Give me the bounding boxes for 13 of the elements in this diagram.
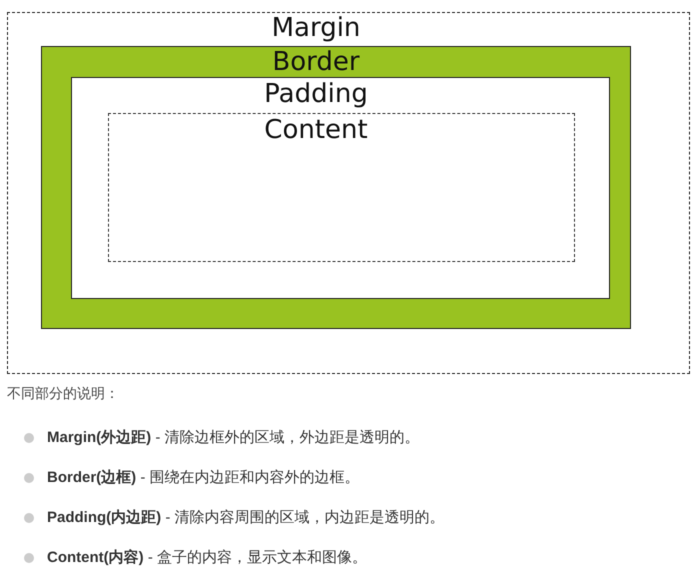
content-area — [108, 113, 575, 262]
intro-text: 不同部分的说明： — [7, 384, 119, 402]
border-band — [41, 46, 631, 329]
area-label: Margin — [272, 13, 360, 43]
area-label: Padding — [264, 79, 368, 109]
area-label: Border — [272, 47, 360, 77]
padding-area — [71, 77, 610, 299]
margin-area — [7, 12, 690, 374]
list-item-text: Border(边框) - 围绕在内边距和内容外的边框。 — [47, 468, 360, 488]
area-label: Content — [264, 115, 368, 145]
list-item-text: Margin(外边距) - 清除边框外的区域，外边距是透明的。 — [47, 428, 420, 448]
list-item-text: Padding(内边距) - 清除内容周围的区域，内边距是透明的。 — [47, 508, 444, 528]
list-item-text: Content(内容) - 盒子的内容，显示文本和图像。 — [47, 548, 367, 568]
